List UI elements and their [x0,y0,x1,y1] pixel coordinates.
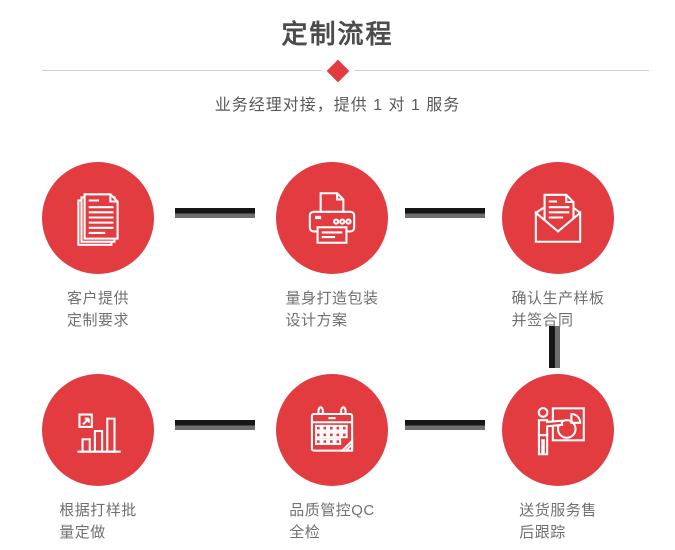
step-circle [502,374,614,486]
step-label: 品质管控QC 全检 [289,500,375,544]
step-label-line: 送货服务售 [519,502,597,519]
diamond-icon [326,59,349,83]
step-label-line: 根据打样批 [59,502,137,519]
process-step-3: 确认生产样板 并签合同 [478,162,638,332]
connector-horizontal [405,208,485,218]
step-label: 客户提供 定制要求 [67,288,129,332]
step-circle [42,374,154,486]
page-title: 定制流程 [281,19,394,49]
calendar-icon [310,406,354,452]
step-label-line: 确认生产样板 [511,290,605,307]
step-label-line: 全检 [289,524,321,541]
step-circle [42,162,154,274]
connector-horizontal [175,420,255,430]
process-step-6: 送货服务售 后跟踪 [478,374,638,544]
step-label-line: 客户提供 [66,290,129,307]
step-label-line: 后跟踪 [519,524,566,541]
process-step-5: 品质管控QC 全检 [252,374,412,544]
step-label: 量身打造包装 设计方案 [285,288,378,332]
step-label-line: 定制要求 [66,312,129,329]
process-step-2: 量身打造包装 设计方案 [252,162,412,332]
step-label-line: 量定做 [59,524,106,541]
step-label: 确认生产样板 并签合同 [511,288,604,332]
step-label: 根据打样批 量定做 [59,500,137,544]
presenter-icon [537,407,585,456]
connector-vertical [549,326,560,368]
step-label-line: 并签合同 [511,312,574,329]
connector-horizontal [405,420,485,430]
connector-horizontal [175,208,255,218]
envelope-icon [534,193,582,243]
process-step-4: 根据打样批 量定做 [18,374,178,544]
printer-icon [308,192,356,244]
step-label-line: 量身打造包装 [285,290,379,307]
process-step-1: 客户提供 定制要求 [18,162,178,332]
step-label: 送货服务售 后跟踪 [519,500,597,544]
step-circle [502,162,614,274]
step-label-line: 设计方案 [285,312,348,329]
documents-icon [77,193,119,246]
step-label-line: 品质管控QC [289,502,375,519]
step-circle [276,162,388,274]
bar-chart-icon [77,413,121,453]
page-subtitle: 业务经理对接，提供 1 对 1 服务 [214,97,461,114]
step-circle [276,374,388,486]
